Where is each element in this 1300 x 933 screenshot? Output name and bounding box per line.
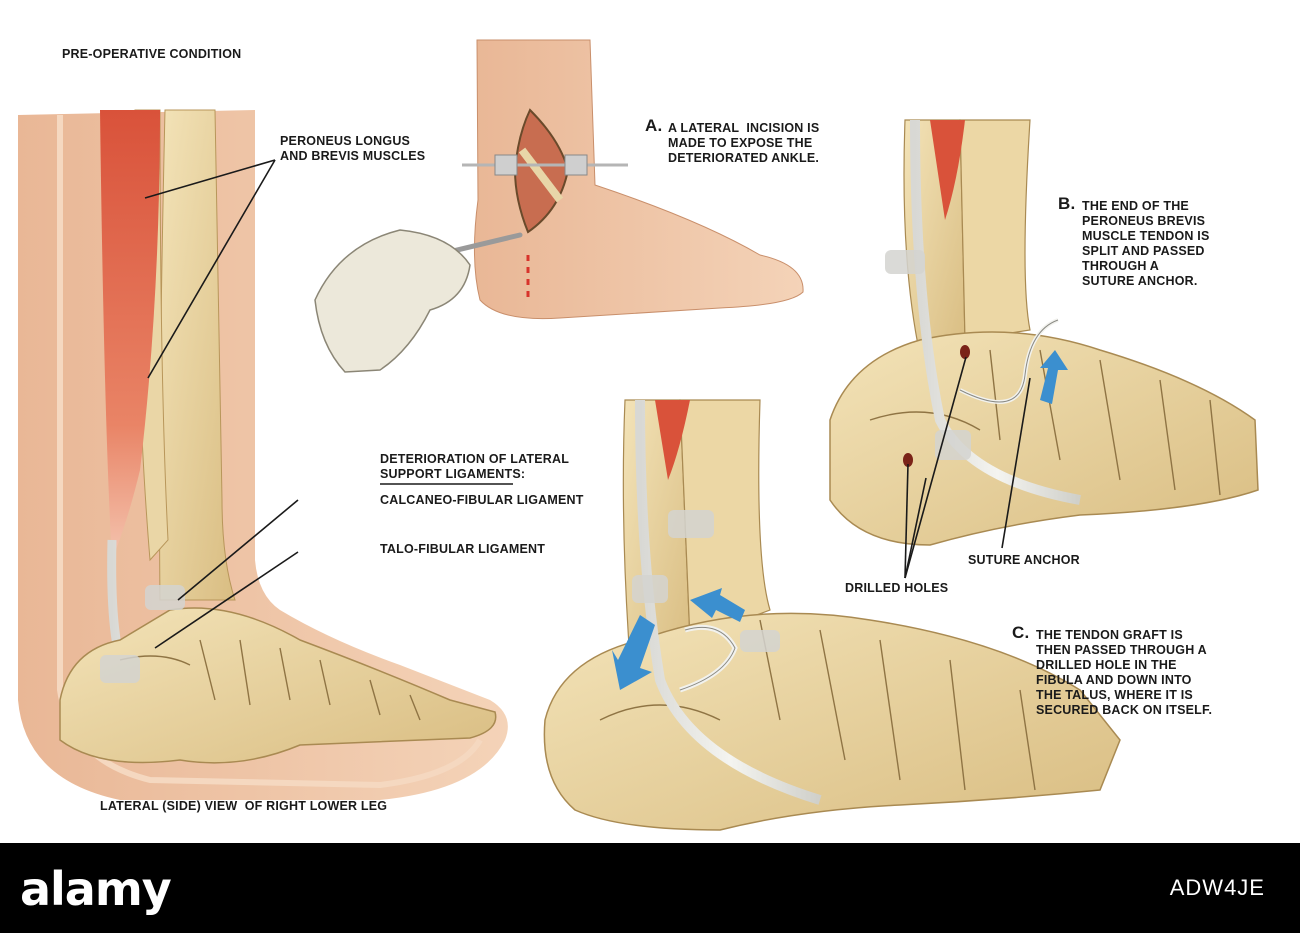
panel1-leader-lines xyxy=(144,159,513,649)
muscle-b xyxy=(930,120,965,220)
talo-fibular-label: TALO-FIBULAR LIGAMENT xyxy=(380,542,546,556)
footer-bar: alamy ADW4JE xyxy=(0,843,1300,933)
ankle-skin xyxy=(473,39,804,320)
stock-id: ADW4JE xyxy=(1169,875,1265,900)
suture-anchor-figure xyxy=(829,119,1259,546)
blue-arrow-c1 xyxy=(612,615,655,690)
tendon-graft-figure xyxy=(543,399,1121,831)
foot-c xyxy=(543,612,1121,831)
step-c-text: THE TENDON GRAFT IS THEN PASSED THROUGH … xyxy=(1036,628,1213,717)
pre-operative-leg-figure xyxy=(18,109,508,800)
peroneus-label: PERONEUS LONGUS AND BREVIS MUSCLES xyxy=(280,134,426,163)
suture-anchor-label: SUTURE ANCHOR xyxy=(968,553,1080,567)
blue-arrow-c2 xyxy=(690,588,745,622)
pre-operative-heading: PRE-OPERATIVE CONDITION xyxy=(62,47,242,61)
step-b-letter: B. xyxy=(1058,194,1076,213)
panelB-leader-lines xyxy=(904,356,1031,579)
tendon-b xyxy=(910,119,1081,505)
incision-figure xyxy=(314,39,804,373)
deterioration-label: DETERIORATION OF LATERAL SUPPORT LIGAMEN… xyxy=(380,452,570,481)
tibia-b xyxy=(959,119,1031,341)
peroneus-muscle xyxy=(100,110,160,560)
muscle-c xyxy=(655,400,690,480)
step-c-letter: C. xyxy=(1012,623,1030,642)
step-b-text: THE END OF THE PERONEUS BREVIS MUSCLE TE… xyxy=(1082,199,1210,288)
blue-arrow-b xyxy=(1040,350,1068,404)
view-caption: LATERAL (SIDE) VIEW OF RIGHT LOWER LEG xyxy=(100,799,388,813)
drilled-holes-label: DRILLED HOLES xyxy=(845,581,949,595)
alamy-wordmark: alamy xyxy=(20,862,172,916)
tendon-c xyxy=(635,399,822,805)
step-a-letter: A. xyxy=(645,116,663,135)
gloved-hand xyxy=(314,229,471,373)
step-a-text: A LATERAL INCISION IS MADE TO EXPOSE THE… xyxy=(668,121,820,165)
tibia-c xyxy=(679,399,771,641)
calcaneo-fibular-label: CALCANEO-FIBULAR LIGAMENT xyxy=(380,493,584,507)
illustration xyxy=(18,39,1259,831)
